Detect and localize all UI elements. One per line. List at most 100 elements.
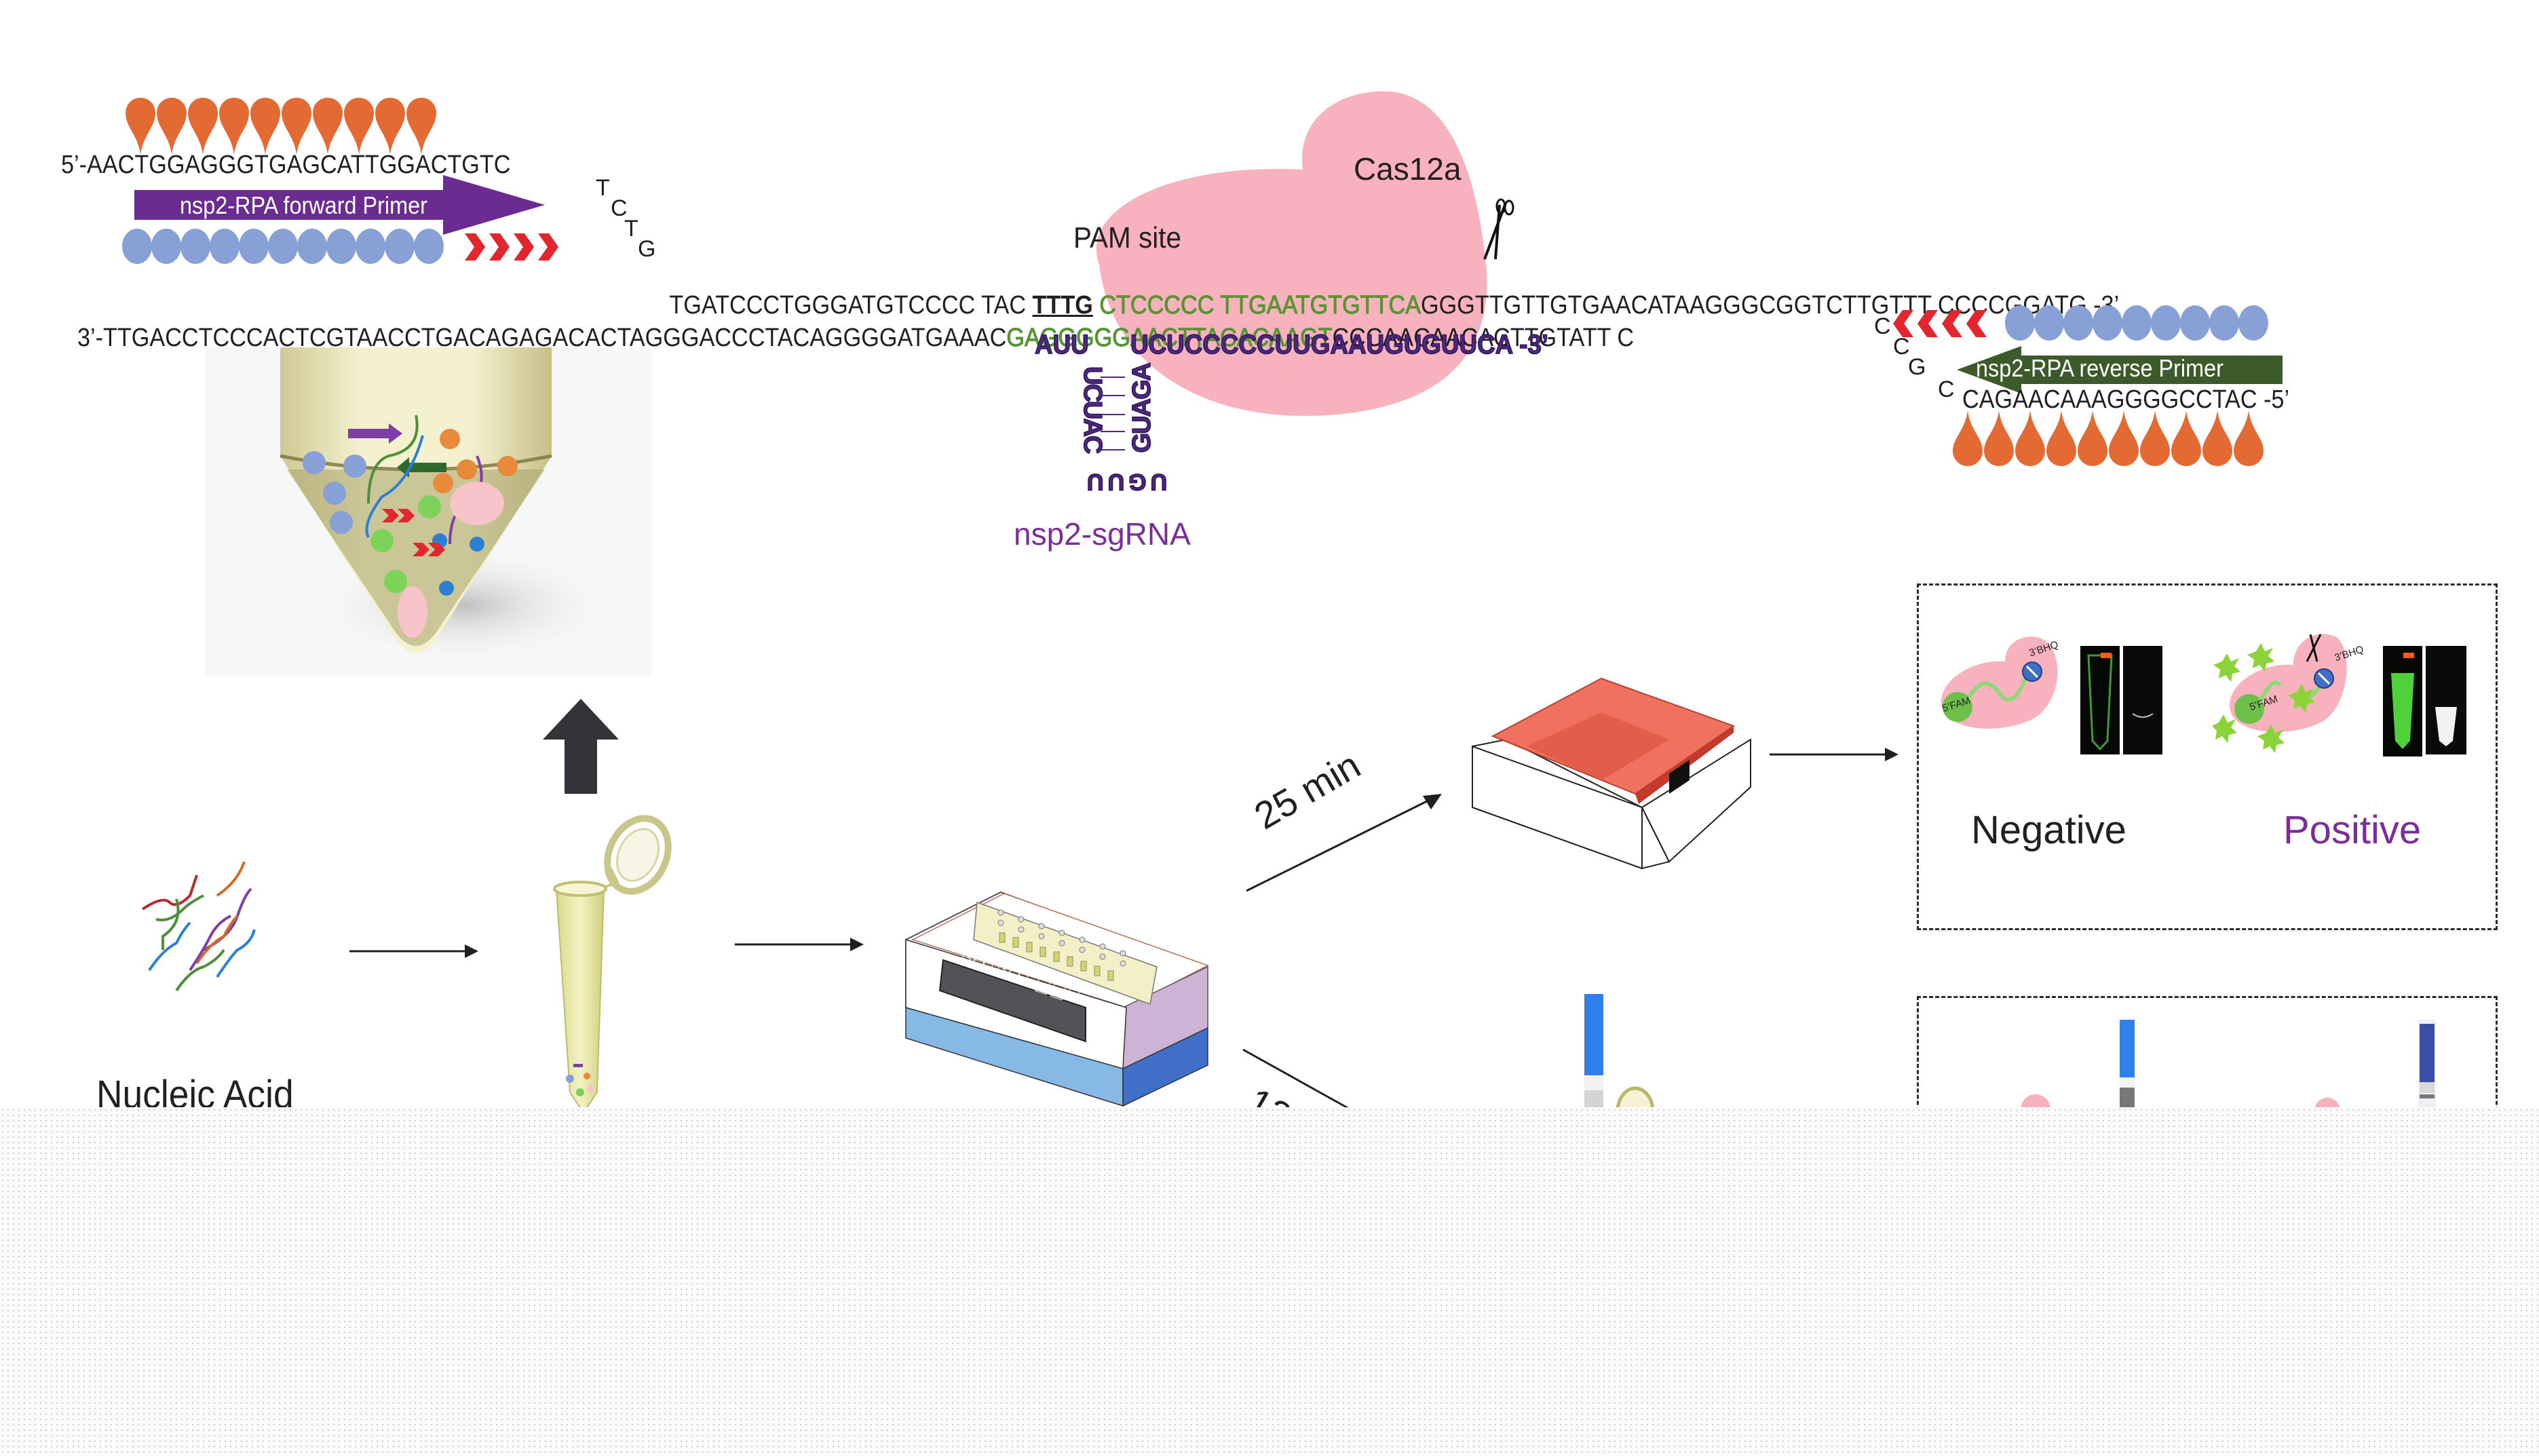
ssb-protein-icon xyxy=(414,229,444,264)
ssb-protein-icon xyxy=(210,229,240,264)
ssb-protein-icon xyxy=(2238,305,2268,341)
cas12a-protein-shape xyxy=(1096,91,1487,417)
ssb-protein-icon xyxy=(2005,305,2035,341)
heating-block-device-icon xyxy=(905,891,1209,1107)
ssb-protein-icon xyxy=(356,229,385,264)
ssb-protein-icon xyxy=(151,229,181,264)
forward-primer-label: nsp2-RPA forward Primer xyxy=(180,191,427,219)
sgrna-spacer: UCUCCCCCUUGAAUGUGUUCA -3’ xyxy=(1130,329,1549,360)
recombinase-protein-icon xyxy=(313,98,343,155)
recombinase-protein-icon xyxy=(250,98,280,155)
sgrna-stem-right: GUAGA xyxy=(1127,363,1157,453)
recombinase-protein-icon xyxy=(2078,410,2107,466)
recombinase-protein-icon xyxy=(2234,410,2264,466)
recombinase-protein-icon xyxy=(344,98,374,155)
ssb-protein-icon xyxy=(2209,305,2239,341)
recombinase-protein-icon xyxy=(126,98,155,155)
polymerase-chevron-icon xyxy=(1966,310,1987,337)
negative-tube-photo-green xyxy=(2080,646,2120,754)
sgrna-5prime: AUU xyxy=(1034,329,1089,360)
ssb-protein-icon xyxy=(2122,305,2152,341)
diagonal-arrow-up-icon xyxy=(1246,794,1442,892)
ssb-protein-icon xyxy=(326,229,356,264)
negative-result-label: Negative xyxy=(1971,808,2126,852)
scissors-icon xyxy=(1483,198,1514,260)
pam-sequence: TTTG xyxy=(1032,291,1093,320)
recombinase-protein-row-bottom xyxy=(1953,410,2264,467)
ssb-protein-icon xyxy=(2063,305,2093,341)
ssb-protein-icon xyxy=(2093,305,2122,341)
recombinase-protein-icon xyxy=(2202,410,2232,466)
reverse-primer-arrow-icon xyxy=(1957,346,2283,394)
top-loop-letter: T xyxy=(624,216,638,242)
top-loop-letter: T xyxy=(596,175,610,201)
negative-lateral-flow-strip xyxy=(2120,1020,2135,1108)
ssb-protein-icon xyxy=(385,229,415,264)
positive-tube-photo-gray xyxy=(2426,646,2466,754)
recombinase-protein-icon xyxy=(1984,410,2014,467)
negative-tube-photo-gray xyxy=(2123,646,2162,754)
polymerase-chevron-icon xyxy=(514,233,534,261)
reverse-primer-label: nsp2-RPA reverse Primer xyxy=(1976,354,2223,382)
top-strand-5prime-segment: 5’-AACTGGAGGGTGAGCATTGGACTGTC xyxy=(61,151,511,179)
sgrna-base-pair-lines xyxy=(1101,377,1125,451)
recombinase-protein-icon xyxy=(2015,410,2045,466)
top-strand-mid-segment: TGATCCCTGGGATGTCCCC TAC xyxy=(669,291,1033,320)
positive-result-label: Positive xyxy=(2283,808,2422,852)
flow-arrow-icon xyxy=(735,938,864,951)
recombinase-protein-icon xyxy=(2109,410,2139,466)
ssb-protein-row-bottom xyxy=(2005,305,2268,341)
fluorescence-result-panel xyxy=(1917,583,2498,930)
top-strand-target: CTCCCCC TTGAATGTGTTCA xyxy=(1092,291,1421,320)
polymerase-chevron-icon xyxy=(465,233,485,261)
ssb-protein-icon xyxy=(180,229,210,264)
recombinase-protein-row-top xyxy=(126,97,436,155)
recombinase-protein-icon xyxy=(2171,410,2201,466)
pam-site-label: PAM site xyxy=(1073,221,1181,254)
top-strand-3prime-segment: GGGTTGTTGTGAACATAAGGGCGGTCTTGTTT CCCCGGA… xyxy=(1421,291,2120,320)
sgrna-name-label: nsp2-sgRNA xyxy=(1014,516,1191,552)
ssb-protein-icon xyxy=(297,229,327,264)
lateral-flow-strip-icon xyxy=(1584,994,1603,1109)
negative-reporter-illustration xyxy=(1941,636,2058,729)
sgrna-stem-left: UCUAC xyxy=(1077,366,1107,453)
occluded-region-overlay xyxy=(0,1107,2539,1456)
ssb-protein-icon xyxy=(268,229,298,264)
flow-arrow-icon xyxy=(349,944,478,958)
up-arrow-icon xyxy=(543,699,619,794)
polymerase-chevron-icon xyxy=(489,233,510,261)
ssb-protein-icon xyxy=(2180,305,2210,341)
recombinase-protein-icon xyxy=(157,97,187,155)
bottom-strand-5prime-tail: CAGAACAAAGGGGCCTAC -5’ xyxy=(1962,385,2290,414)
recombinase-protein-icon xyxy=(2140,410,2170,466)
polymerase-chevron-icon xyxy=(538,233,558,261)
polymerase-chevron-icon xyxy=(1917,310,1938,337)
polymerase-chevron-icon xyxy=(1893,310,1913,337)
reaction-tube-icon xyxy=(553,815,672,1114)
positive-reporter-illustration xyxy=(2212,634,2347,753)
ssb-protein-icon xyxy=(122,229,152,264)
recombinase-protein-icon xyxy=(219,98,249,155)
forward-primer-arrow-icon xyxy=(134,175,545,235)
ssb-protein-row-top xyxy=(122,229,444,264)
cas12a-label: Cas12a xyxy=(1354,151,1462,187)
recombinase-protein-icon xyxy=(375,98,405,155)
nucleic-acid-icon xyxy=(141,861,256,992)
polymerase-chevrons-top-icon xyxy=(465,233,558,261)
positive-lateral-flow-strip xyxy=(2418,1020,2436,1108)
bottom-loop-letter: C xyxy=(1893,334,1910,360)
recombinase-protein-icon xyxy=(188,98,218,155)
ssb-protein-icon xyxy=(2151,305,2181,341)
blue-light-transilluminator-icon xyxy=(1472,677,1751,870)
bottom-strand-target: GAGGGGGAACTTACACAAGT xyxy=(1006,324,1333,353)
top-loop-letter: C xyxy=(611,195,628,221)
polymerase-chevrons-bottom-icon xyxy=(1893,310,1987,337)
ssb-protein-icon xyxy=(2034,305,2064,341)
polymerase-chevron-icon xyxy=(1942,310,1962,337)
recombinase-protein-icon xyxy=(2046,410,2076,466)
top-strand-main: TGATCCCTGGGATGTCCCC TAC TTTG CTCCCCC TTG… xyxy=(657,262,2119,320)
positive-tube-photo-green xyxy=(2383,646,2422,756)
bottom-loop-letter: C xyxy=(1938,377,1955,402)
sgrna-loop: UGUU xyxy=(1082,468,1168,495)
recombinase-protein-icon xyxy=(282,98,311,155)
